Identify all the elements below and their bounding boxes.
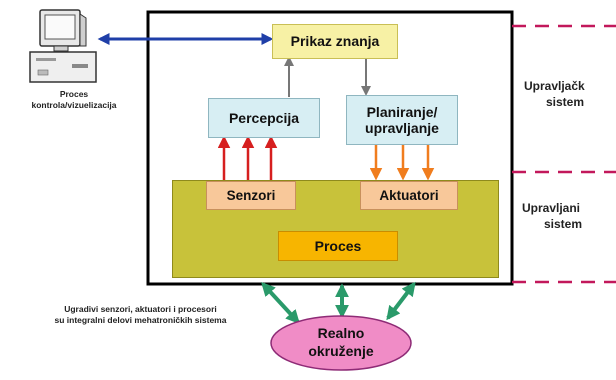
sensors-box: Senzori bbox=[206, 181, 296, 210]
planning-label-line2: upravljanje bbox=[365, 120, 439, 136]
system-frame bbox=[146, 10, 514, 286]
computer-icon bbox=[28, 8, 100, 84]
process-label: Proces bbox=[314, 237, 362, 254]
note-line1: Ugradivi senzori, aktuatori i procesori bbox=[64, 304, 217, 314]
control-system-label-line1: Upravljačk bbox=[524, 79, 585, 93]
controlled-system-label-line2: sistem bbox=[544, 216, 583, 231]
computer-label: Proces kontrola/vizuelizacija bbox=[4, 89, 144, 110]
note-text: Ugradivi senzori, aktuatori i procesori … bbox=[18, 304, 263, 326]
computer-label-line2: kontrola/vizuelizacija bbox=[31, 99, 117, 110]
note-line2: su integralni delovi mehatroničkih siste… bbox=[54, 315, 227, 326]
planning-box: Planiranje/ upravljanje bbox=[346, 95, 458, 145]
environment-label: Realno okruženje bbox=[281, 325, 401, 360]
planning-label-line1: Planiranje/ bbox=[366, 103, 438, 120]
sensors-label: Senzori bbox=[226, 187, 276, 203]
knowledge-box: Prikaz znanja bbox=[272, 24, 398, 59]
sensor-arrows bbox=[217, 135, 278, 180]
computer-label-line1: Proces bbox=[59, 89, 89, 99]
controlled-system-label: Upravljani sistem bbox=[522, 201, 614, 232]
knowledge-label: Prikaz znanja bbox=[290, 33, 380, 50]
perception-label: Percepcija bbox=[228, 109, 300, 126]
environment-label-line2: okruženje bbox=[308, 342, 374, 359]
control-system-label-line2: sistem bbox=[546, 94, 585, 109]
section-separators bbox=[512, 24, 616, 284]
environment-label-line1: Realno bbox=[317, 325, 365, 341]
actuators-label: Aktuatori bbox=[379, 187, 439, 203]
environment-ellipse bbox=[270, 315, 412, 371]
actuators-box: Aktuatori bbox=[360, 181, 458, 210]
actuator-arrows bbox=[369, 145, 435, 181]
perception-box: Percepcija bbox=[208, 98, 320, 138]
control-system-label: Upravljačk sistem bbox=[524, 79, 616, 110]
environment-arrows bbox=[261, 281, 416, 325]
controlled-system-label-line1: Upravljani bbox=[522, 201, 581, 215]
process-box: Proces bbox=[278, 231, 398, 261]
